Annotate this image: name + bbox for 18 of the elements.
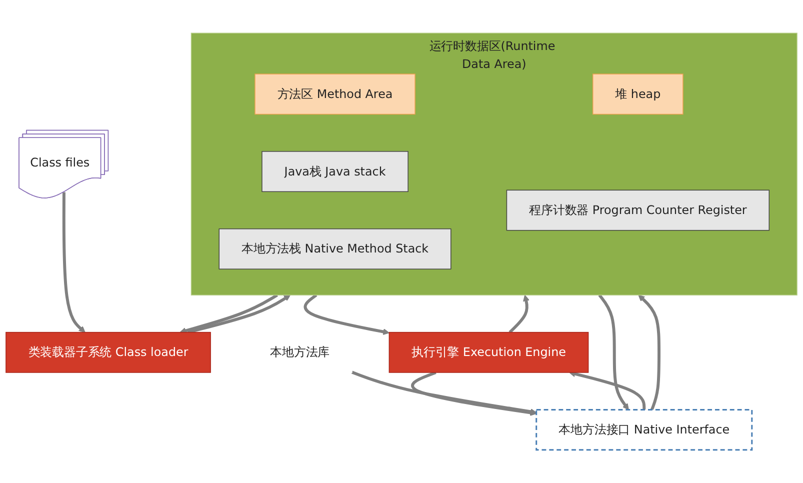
- arrow: [638, 294, 660, 410]
- arrow: [180, 294, 278, 334]
- arrow: [62, 192, 86, 333]
- arrow: [569, 370, 646, 410]
- node-box: 本地方法接口 Native Interface: [536, 408, 753, 451]
- node-box: 程序计数器 Program Counter Register: [506, 190, 770, 231]
- arrow: [304, 294, 390, 335]
- node-box: 本地方法栈 Native Method Stack: [218, 228, 452, 270]
- node-box: 执行引擎 Execution Engine: [388, 332, 589, 373]
- node-box: 堆 heap: [592, 74, 684, 115]
- node-text: 本地方法库: [270, 344, 330, 360]
- arrow: [351, 370, 537, 415]
- arrow: [508, 294, 530, 334]
- node-box: 类装载器子系统 Class loader: [6, 332, 211, 373]
- arrow: [598, 294, 629, 410]
- arrow: [411, 371, 537, 416]
- arrow: [187, 294, 291, 334]
- node-box: 方法区 Method Area: [254, 74, 416, 115]
